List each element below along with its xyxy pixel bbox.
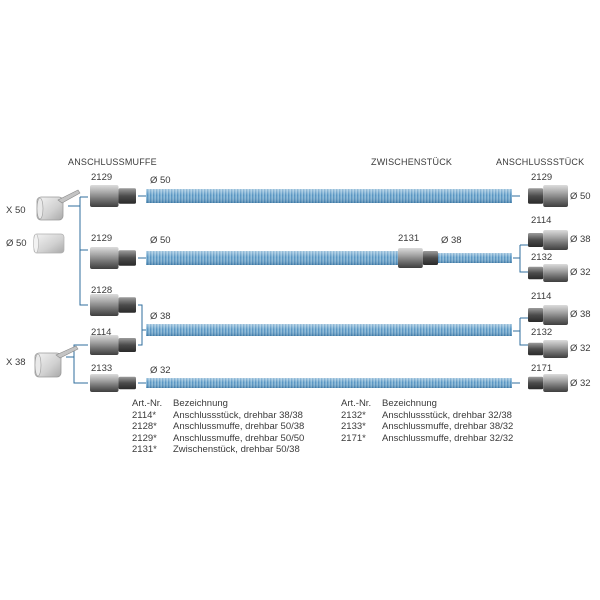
part-2128: 2128 (91, 285, 113, 296)
connector-2129-row2 (90, 247, 136, 269)
dia-row1-end: Ø 50 (570, 191, 591, 202)
legend-nr: 2114* (132, 409, 157, 421)
part-2132-right-row2: 2132 (531, 252, 553, 263)
header-anschlussstueck: ANSCHLUSSSTÜCK (496, 157, 585, 167)
legend-desc: Anschlussmuffe, drehbar 38/32 (382, 421, 514, 433)
legend-left-header: Art.-Nr. Bezeichnung (132, 398, 304, 410)
legend-nr: 2128* (132, 421, 157, 433)
legend-desc: Zwischenstück, drehbar 50/38 (173, 444, 300, 456)
connectors-group (90, 185, 568, 392)
connector-2129-row1 (90, 185, 136, 207)
adapter-x50-icon (36, 189, 81, 221)
connector-2132-right-row3 (528, 340, 568, 358)
part-2132-right-row3: 2132 (531, 327, 553, 338)
dia-row4-hose: Ø 32 (150, 365, 171, 376)
connector-2133 (90, 374, 136, 392)
connector-2114-right-row3 (528, 305, 568, 325)
pipe-d50-icon (33, 233, 65, 254)
dia-row1-hose: Ø 50 (150, 175, 171, 186)
dia-row2-hose: Ø 50 (150, 235, 171, 246)
label-x50: X 50 (6, 205, 26, 216)
part-2131: 2131 (398, 233, 420, 244)
part-2129-row1: 2129 (91, 172, 113, 183)
part-2129-row2: 2129 (91, 233, 113, 244)
bracket-right-row2 (519, 245, 528, 273)
legend-right-header: Art.-Nr. Bezeichnung (341, 398, 513, 410)
hose-row1 (146, 189, 512, 203)
legend-row: 2129* Anschlussmuffe, drehbar 50/50 (132, 433, 304, 445)
connector-2171 (528, 374, 568, 392)
connector-2128 (90, 294, 136, 316)
legend-col-nr: Art.-Nr. (341, 398, 372, 409)
connector-2114-right-row2 (528, 230, 568, 250)
part-2114-left: 2114 (91, 327, 112, 338)
legend-row: 2133* Anschlussmuffe, drehbar 38/32 (341, 421, 513, 433)
dia-row3-end-a: Ø 38 (570, 309, 591, 320)
hose-row4 (146, 378, 512, 388)
legend-row: 2131* Zwischenstück, drehbar 50/38 (132, 444, 304, 456)
legend-desc: Anschlussstück, drehbar 32/38 (382, 409, 512, 421)
legend-nr: 2171* (341, 432, 366, 444)
legend-right: Art.-Nr. Bezeichnung 2132* Anschlussstück… (341, 398, 513, 444)
bracket-x50 (68, 205, 88, 251)
legend-nr: 2131* (132, 444, 157, 456)
part-2129-right: 2129 (531, 172, 553, 183)
header-anschlussmuffe: ANSCHLUSSMUFFE (68, 157, 157, 167)
part-2171: 2171 (531, 363, 553, 374)
adapter-x38-icon (34, 345, 79, 378)
legend-nr: 2132* (341, 409, 366, 421)
connector-2131 (398, 248, 438, 268)
connector-2129-right (528, 185, 568, 207)
legend-desc: Anschlussmuffe, drehbar 50/38 (173, 421, 305, 433)
dia-row2-end-a: Ø 38 (570, 234, 591, 245)
label-x38: X 38 (6, 357, 26, 368)
legend-desc: Anschlussstück, drehbar 38/38 (173, 409, 303, 421)
legend-col-desc: Bezeichnung (173, 398, 228, 409)
part-2114-right-row3: 2114 (531, 291, 552, 302)
bracket-x38-low (73, 357, 88, 384)
hose-row2-b (436, 253, 512, 263)
bracket-right-row3 (519, 318, 528, 346)
hose-row3 (146, 324, 512, 336)
legend-nr: 2133* (341, 421, 366, 433)
legend-row: 2128* Anschlussmuffe, drehbar 50/38 (132, 421, 304, 433)
label-d50: Ø 50 (6, 238, 27, 249)
left-bracket-lines (66, 195, 528, 384)
part-2114-right-row2: 2114 (531, 215, 552, 226)
dia-row3-end-b: Ø 32 (570, 343, 591, 354)
hose-row2-a (146, 251, 400, 265)
legend-col-nr: Art.-Nr. (132, 398, 163, 409)
dia-row2-end-b: Ø 32 (570, 267, 591, 278)
legend-col-desc: Bezeichnung (382, 398, 437, 409)
legend-left: Art.-Nr. Bezeichnung 2114* Anschlussstück… (132, 398, 304, 456)
legend-row: 2114* Anschlussstück, drehbar 38/38 (132, 410, 304, 422)
connector-2114-left (90, 335, 136, 355)
dia-row3-hose: Ø 38 (150, 311, 171, 322)
dia-row2-after: Ø 38 (441, 235, 462, 246)
legend-row: 2132* Anschlussstück, drehbar 32/38 (341, 410, 513, 422)
hoses-group (146, 189, 512, 388)
legend-desc: Anschlussmuffe, drehbar 50/50 (173, 432, 305, 444)
dia-row4-end: Ø 32 (570, 378, 591, 389)
legend-nr: 2129* (132, 432, 157, 444)
legend-desc: Anschlussmuffe, drehbar 32/32 (382, 432, 514, 444)
connector-2132-right-row2 (528, 264, 568, 282)
header-zwischenstueck: ZWISCHENSTÜCK (371, 157, 453, 167)
bracket-x50-low (79, 250, 88, 306)
part-2133: 2133 (91, 363, 113, 374)
legend-row: 2171* Anschlussmuffe, drehbar 32/32 (341, 433, 513, 445)
